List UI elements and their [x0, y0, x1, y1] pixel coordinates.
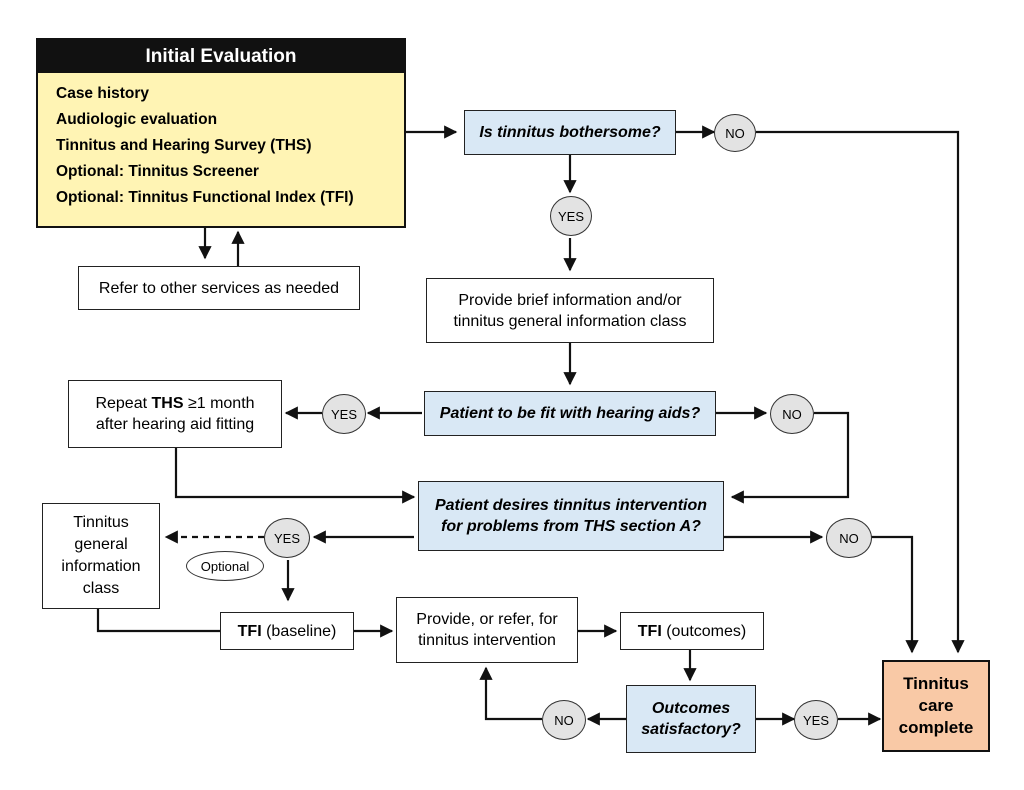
tfi-baseline-text: TFI (baseline) [238, 621, 337, 642]
list-item: Optional: Tinnitus Functional Index (TFI… [56, 189, 354, 206]
optional-text: Optional [200, 558, 250, 574]
question-intervention-line: Patient desires tinnitus intervention [434, 497, 708, 514]
question-outcomes: Outcomes satisfactory? [626, 685, 756, 753]
yes-label: YES [273, 530, 300, 546]
arrow-no2-to-intervention [730, 411, 850, 504]
yes-label: YES [330, 406, 357, 422]
refer-services-text: Refer to other services as needed [98, 279, 340, 297]
arrow-no3-to-complete [870, 535, 919, 654]
answer-no-bothersome: NO [714, 114, 756, 152]
class-line: Tinnitus [73, 514, 129, 531]
answer-no-hearing-aids: NO [770, 394, 814, 434]
repeat-ths-box: Repeat THS ≥1 month after hearing aid fi… [68, 380, 282, 448]
question-intervention-line: for problems from THS section A? [441, 518, 701, 535]
arrow-repeat-to-intervention [174, 448, 416, 504]
brief-information-line: tinnitus general information class [453, 312, 687, 330]
no-label: NO [839, 530, 859, 546]
provide-intervention-line: Provide, or refer, for [416, 611, 558, 628]
repeat-ths-suffix: ≥1 month [183, 395, 255, 412]
question-bothersome: Is tinnitus bothersome? [464, 110, 676, 155]
care-complete-line: complete [898, 718, 974, 737]
tfi-baseline-box: TFI (baseline) [220, 612, 354, 650]
initial-evaluation-list: Case history Audiologic evaluation Tinni… [38, 73, 404, 211]
class-line: general [74, 536, 128, 553]
initial-evaluation-box: Initial Evaluation Case history Audiolog… [36, 38, 406, 228]
arrow-no4-to-provide [479, 666, 542, 721]
question-outcomes-line: Outcomes [651, 700, 731, 717]
class-line: information [61, 558, 141, 575]
tfi-baseline-rest: (baseline) [261, 622, 337, 640]
general-information-class-box: Tinnitus general information class [42, 503, 160, 609]
list-item: Tinnitus and Hearing Survey (THS) [56, 137, 312, 154]
list-item: Case history [56, 85, 150, 102]
answer-no-intervention: NO [826, 518, 872, 558]
refer-services-box: Refer to other services as needed [78, 266, 360, 310]
tfi-outcomes-bold: TFI [637, 622, 662, 640]
question-bothersome-text: Is tinnitus bothersome? [479, 124, 661, 141]
list-item: Optional: Tinnitus Screener [56, 163, 259, 180]
care-complete-line: Tinnitus [903, 674, 969, 693]
no-label: NO [554, 712, 574, 728]
no-label: NO [725, 125, 745, 141]
yes-label: YES [557, 208, 584, 224]
tfi-outcomes-text: TFI (outcomes) [638, 621, 746, 642]
repeat-ths-prefix: Repeat [95, 395, 152, 412]
class-line: class [82, 580, 120, 597]
question-hearing-aids: Patient to be fit with hearing aids? [424, 391, 716, 436]
initial-evaluation-title: Initial Evaluation [38, 40, 404, 73]
repeat-ths-line1: Repeat THS ≥1 month [95, 393, 254, 414]
answer-yes-intervention: YES [264, 518, 310, 558]
yes-label: YES [802, 712, 829, 728]
tfi-outcomes-box: TFI (outcomes) [620, 612, 764, 650]
list-item: Audiologic evaluation [56, 111, 218, 128]
question-outcomes-line: satisfactory? [641, 721, 741, 738]
brief-information-line: Provide brief information and/or [458, 291, 682, 309]
tfi-outcomes-rest: (outcomes) [661, 622, 747, 640]
arrow-no1-to-complete [756, 130, 965, 654]
provide-intervention-box: Provide, or refer, for tinnitus interven… [396, 597, 578, 663]
optional-label: Optional [186, 551, 264, 581]
care-complete-box: Tinnitus care complete [882, 660, 990, 752]
care-complete-line: care [918, 696, 954, 715]
answer-yes-hearing-aids: YES [322, 394, 366, 434]
line-class-to-baseline [96, 609, 220, 633]
answer-yes-bothersome: YES [550, 196, 592, 236]
answer-no-outcomes: NO [542, 700, 586, 740]
repeat-ths-bold: THS [151, 395, 184, 412]
question-intervention: Patient desires tinnitus intervention fo… [418, 481, 724, 551]
repeat-ths-line2: after hearing aid fitting [95, 416, 255, 433]
answer-yes-outcomes: YES [794, 700, 838, 740]
question-hearing-aids-text: Patient to be fit with hearing aids? [439, 405, 701, 422]
provide-intervention-line: tinnitus intervention [418, 632, 556, 649]
tfi-baseline-bold: TFI [237, 622, 262, 640]
no-label: NO [782, 406, 802, 422]
brief-information-box: Provide brief information and/or tinnitu… [426, 278, 714, 343]
